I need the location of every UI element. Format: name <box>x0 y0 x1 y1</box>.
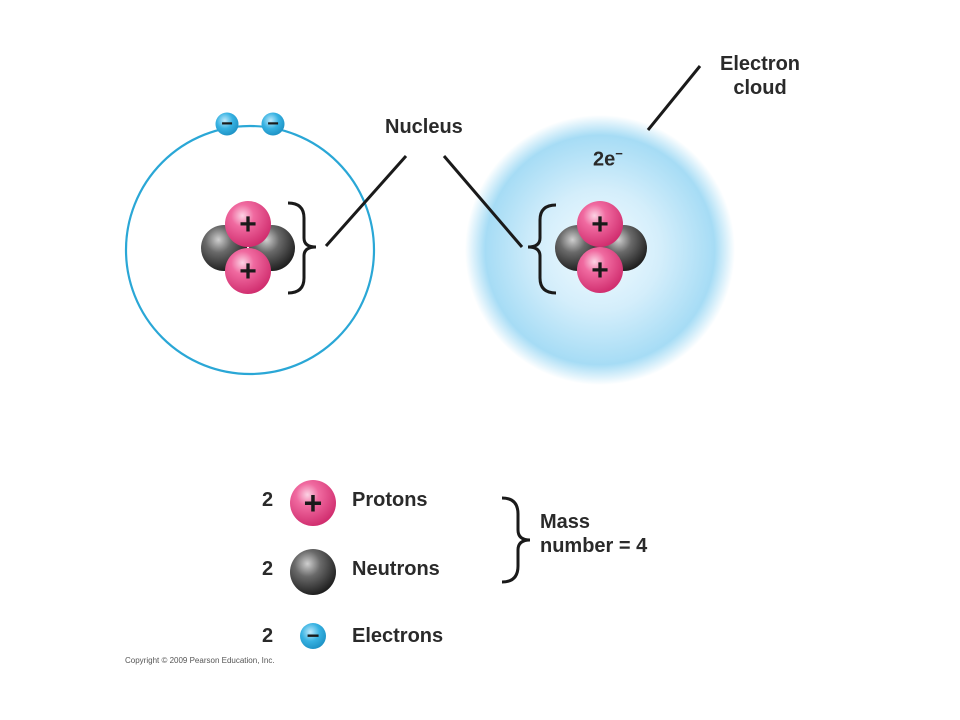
mass-number-bracket <box>501 496 531 584</box>
proton-particle: + <box>225 201 271 247</box>
electron-orbit <box>124 124 376 376</box>
nucleus-bracket-right <box>527 203 557 295</box>
electron-count: 2 <box>262 625 274 647</box>
proton-plus-icon: + <box>239 208 257 241</box>
proton-particle: + <box>577 201 623 247</box>
right-nucleus: + + <box>555 201 647 293</box>
nucleus-bracket-left <box>287 201 317 295</box>
electron-minus-icon: − <box>267 113 279 135</box>
svg-text:+: + <box>304 485 323 521</box>
proton-particle: + <box>225 248 271 294</box>
left-nucleus: + + <box>201 201 295 294</box>
electron-count-label: 2e− <box>593 146 623 171</box>
electron-cloud-label: Electron cloud <box>720 53 801 99</box>
copyright-notice: Copyright © 2009 Pearson Education, Inc. <box>125 656 275 665</box>
nucleus-leader-line-right <box>442 155 524 248</box>
electron-label: Electrons <box>352 625 444 647</box>
legend-neutron-icon <box>290 549 336 595</box>
proton-particle: + <box>577 247 623 293</box>
legend-proton-icon: + <box>290 480 336 526</box>
nucleus-label: Nucleus <box>385 116 463 138</box>
electron-cloud-leader-line <box>646 65 702 131</box>
proton-label: Protons <box>352 489 428 511</box>
svg-text:−: − <box>307 623 320 648</box>
neutron-count: 2 <box>262 558 274 580</box>
proton-plus-icon: + <box>591 254 609 287</box>
proton-plus-icon: + <box>591 208 609 241</box>
electron-particle: − <box>261 112 285 136</box>
legend-electron-icon: − <box>300 623 326 649</box>
nucleus-leader-line-left <box>324 155 408 247</box>
electron-minus-icon: − <box>221 113 233 135</box>
mass-number-label: Mass number = 4 <box>540 511 648 557</box>
proton-count: 2 <box>262 489 274 511</box>
proton-plus-icon: + <box>239 255 257 288</box>
electron-particle: − <box>215 112 239 136</box>
neutron-label: Neutrons <box>352 558 440 580</box>
